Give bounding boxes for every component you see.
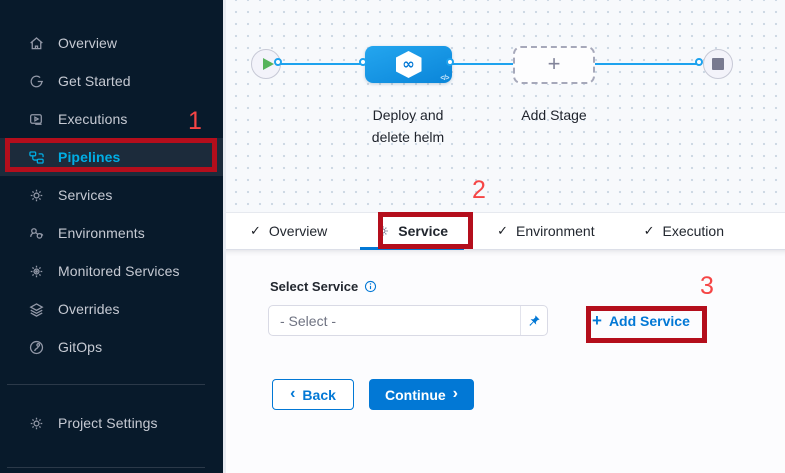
check-icon: ✓ [497,223,508,239]
sidebar-item-label: Pipelines [58,149,121,165]
sidebar-item-label: GitOps [58,339,103,355]
code-icon: </> [440,75,449,82]
fixed-value-pin-button[interactable] [520,306,547,335]
home-icon [28,35,45,52]
connector-port [446,58,454,66]
stop-icon [712,58,724,70]
get-started-icon [28,73,45,90]
gear-icon [28,415,45,432]
sidebar-item-overview[interactable]: Overview [0,24,223,62]
tab-service[interactable]: Service [360,213,464,250]
sidebar-item-gitops[interactable]: GitOps [0,328,223,366]
tab-overview[interactable]: ✓ Overview [250,213,327,249]
tab-environment[interactable]: ✓ Environment [497,213,595,249]
sidebar-item-label: Overview [58,35,118,51]
sidebar-divider [7,467,205,468]
sidebar-item-project-settings[interactable]: Project Settings [0,404,223,442]
sidebar-nav: Overview Get Started Executions Pipeline… [0,0,223,473]
gear-icon [376,224,390,238]
sidebar-item-label: Overrides [58,301,120,317]
chevron-left-icon: ‹ [290,384,296,402]
sidebar-item-label: Monitored Services [58,263,180,279]
gitops-icon [28,339,45,356]
stage-name-label: Deploy and delete helm [371,107,445,145]
sidebar-item-monitored-services[interactable]: Monitored Services [0,252,223,290]
monitored-services-icon [28,263,45,280]
connector-port [695,58,703,66]
sidebar-item-label: Executions [58,111,128,127]
pipeline-canvas[interactable]: ∞ </> + Deploy and delete helm Add Stage [226,0,785,212]
pin-icon [529,314,540,326]
tab-label: Execution [662,223,724,239]
select-placeholder: - Select - [280,312,337,329]
play-icon [262,58,274,70]
sidebar-item-pipelines[interactable]: Pipelines [0,138,223,176]
sidebar-item-overrides[interactable]: Overrides [0,290,223,328]
pipeline-connector-line [280,63,701,65]
tab-label: Overview [268,223,328,239]
connector-port [274,58,282,66]
stage-node-deploy-and-delete-helm[interactable]: ∞ </> [365,46,452,83]
pipeline-end-node[interactable] [703,49,733,79]
add-service-label: Add Service [608,312,690,329]
sidebar-item-label: Services [58,187,113,203]
cd-stage-hexagon-icon: ∞ [395,51,422,78]
tab-label: Service [398,223,449,239]
back-label: Back [302,386,336,403]
pipelines-icon [28,149,45,166]
services-gear-icon [28,187,45,204]
service-config-panel: Select Service - Select - + Add Service … [226,250,785,473]
main-content: ∞ </> + Deploy and delete helm Add Stage… [223,0,785,473]
stage-config-tabbar: ✓ Overview Service ✓ Environment ✓ Execu… [226,212,785,250]
sidebar-item-get-started[interactable]: Get Started [0,62,223,100]
environments-icon [28,225,45,242]
check-icon: ✓ [250,223,261,239]
sidebar-item-executions[interactable]: Executions [0,100,223,138]
sidebar-item-label: Project Settings [58,415,158,431]
sidebar-divider [7,384,205,385]
tab-execution[interactable]: ✓ Execution [644,213,724,249]
overrides-layers-icon [28,301,45,318]
plus-icon: + [592,311,602,330]
back-button[interactable]: ‹ Back [272,379,354,410]
check-icon: ✓ [643,223,655,239]
plus-icon: + [547,51,561,76]
add-stage-label: Add Stage [521,107,587,123]
continue-button[interactable]: Continue › [369,379,474,410]
continue-label: Continue [385,386,446,403]
sidebar-item-services[interactable]: Services [0,176,223,214]
sidebar-item-label: Get Started [58,73,131,89]
add-service-button[interactable]: + Add Service [592,305,690,336]
service-select-input[interactable]: - Select - [268,305,548,336]
info-icon[interactable] [364,280,377,293]
tab-label: Environment [516,223,595,239]
chevron-right-icon: › [452,384,458,402]
sidebar-item-environments[interactable]: Environments [0,214,223,252]
executions-icon [28,111,45,128]
connector-port [359,58,367,66]
select-service-label: Select Service [270,279,359,294]
add-stage-button[interactable]: + [513,46,595,84]
sidebar-item-label: Environments [58,225,145,241]
